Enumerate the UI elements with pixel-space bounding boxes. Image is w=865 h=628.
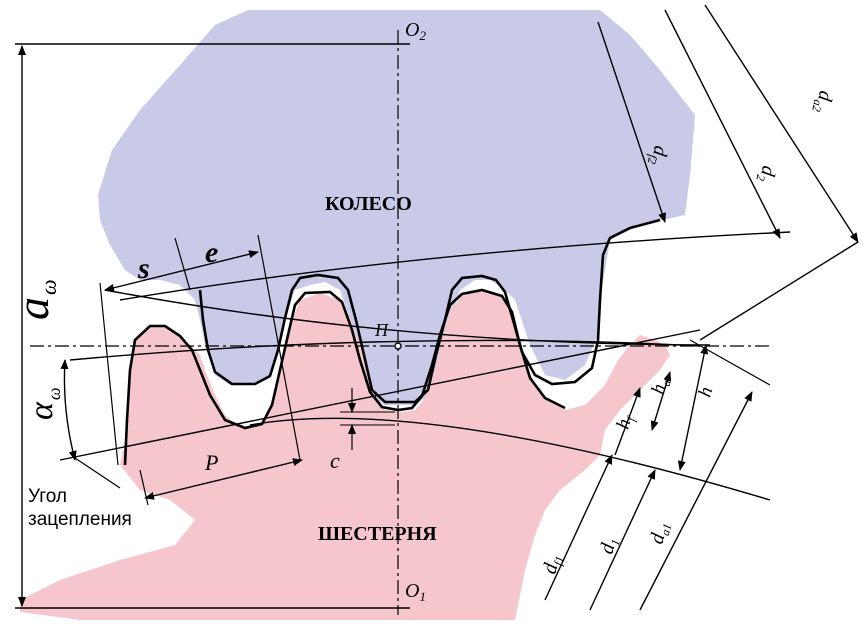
pitch-point-marker xyxy=(394,342,402,350)
alpha-label: αω xyxy=(23,387,64,420)
aw-label: aω xyxy=(7,279,61,320)
da2-label: da2 xyxy=(809,89,836,115)
c-label: c xyxy=(330,448,340,473)
wheel-tooth-profile xyxy=(198,218,661,404)
e-label: e xyxy=(205,236,218,269)
wheel-body xyxy=(98,10,695,405)
o1-label: O1 xyxy=(405,580,426,604)
d1-label: d1 xyxy=(596,535,623,557)
df1-label: df1 xyxy=(539,552,567,577)
angle-label-line1: Угол xyxy=(28,486,67,507)
h-label: h xyxy=(695,385,718,400)
ha-label: ha xyxy=(648,376,674,397)
pinion-body xyxy=(20,290,670,620)
o2-label: O2 xyxy=(405,19,426,43)
d2-label: d2 xyxy=(753,164,779,184)
p-label: P xyxy=(204,450,218,475)
hf-label: hf xyxy=(613,412,639,432)
df2-label: df2 xyxy=(645,144,672,167)
pinion-tooth-profile xyxy=(123,288,566,466)
s-label: s xyxy=(137,252,150,285)
wheel-label: КОЛЕСО xyxy=(325,193,412,215)
pitch-point-label: П xyxy=(374,320,389,340)
pinion-label: ШЕСТЕРНЯ xyxy=(318,523,437,545)
da1-label: da1 xyxy=(646,519,675,546)
angle-label-line2: зацепления xyxy=(28,509,132,530)
